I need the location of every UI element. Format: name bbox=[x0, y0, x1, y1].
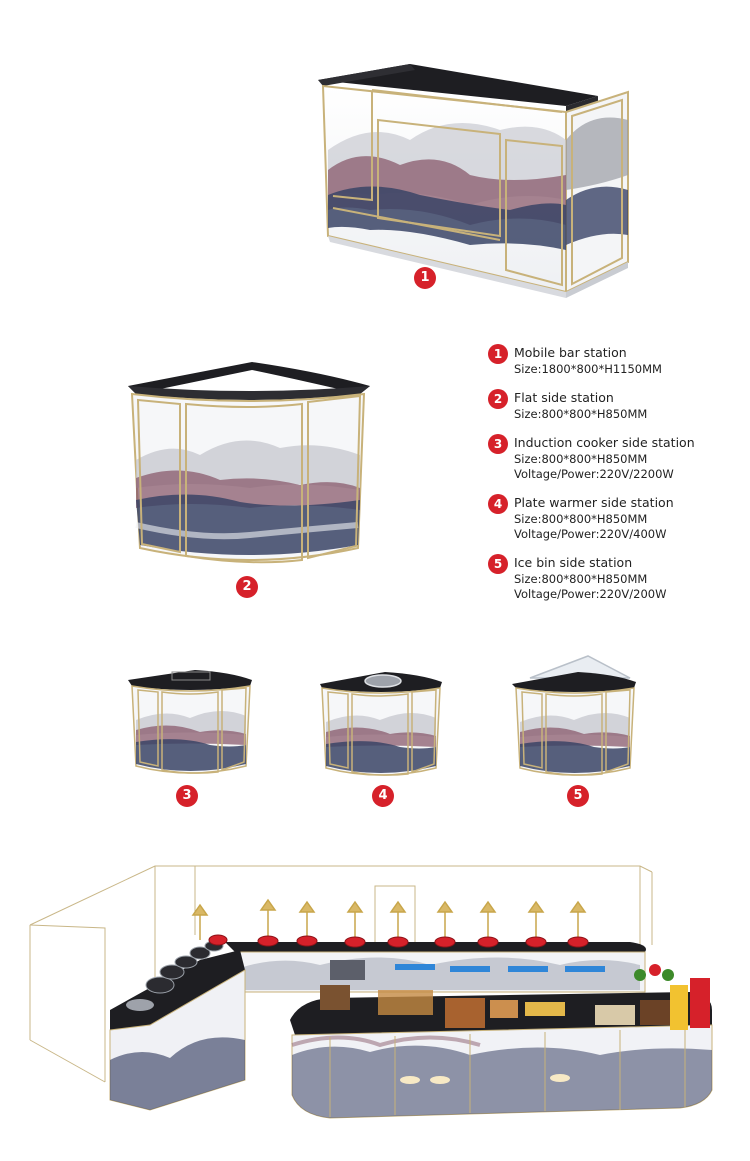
spec-line: Size:800*800*H850MM bbox=[514, 452, 648, 466]
spec-line: Voltage/Power:220V/400W bbox=[514, 527, 667, 541]
spec-item-5: 5 Ice bin side station Size:800*800*H850… bbox=[488, 554, 738, 602]
spec-name: Ice bin side station bbox=[514, 555, 633, 570]
badge-2: 2 bbox=[236, 576, 258, 598]
spec-number-1: 1 bbox=[488, 344, 508, 364]
spec-name: Induction cooker side station bbox=[514, 435, 695, 450]
spec-number-4: 4 bbox=[488, 494, 508, 514]
spec-line: Size:800*800*H850MM bbox=[514, 407, 648, 421]
spec-name: Flat side station bbox=[514, 390, 614, 405]
spec-name: Mobile bar station bbox=[514, 345, 627, 360]
spec-item-1: 1 Mobile bar station Size:1800*800*H1150… bbox=[488, 344, 738, 377]
spec-line: Voltage/Power:220V/200W bbox=[514, 587, 667, 601]
spec-number-5: 5 bbox=[488, 554, 508, 574]
flat-side-station-image bbox=[128, 362, 370, 564]
spec-name: Plate warmer side station bbox=[514, 495, 674, 510]
mobile-bar-station-image bbox=[318, 64, 629, 298]
ice-bin-station-image bbox=[512, 655, 636, 776]
plate-warmer-station-image bbox=[320, 672, 442, 776]
induction-cooker-station-image bbox=[128, 670, 252, 774]
spec-line: Size:800*800*H850MM bbox=[514, 572, 648, 586]
badge-1: 1 bbox=[414, 267, 436, 289]
spec-number-3: 3 bbox=[488, 434, 508, 454]
spec-line: Voltage/Power:220V/2200W bbox=[514, 467, 674, 481]
spec-line: Size:1800*800*H1150MM bbox=[514, 362, 662, 376]
badge-4: 4 bbox=[372, 785, 394, 807]
spec-number-2: 2 bbox=[488, 389, 508, 409]
badge-5: 5 bbox=[567, 785, 589, 807]
spec-item-4: 4 Plate warmer side station Size:800*800… bbox=[488, 494, 738, 542]
spec-line: Size:800*800*H850MM bbox=[514, 512, 648, 526]
badge-3: 3 bbox=[176, 785, 198, 807]
spec-item-2: 2 Flat side station Size:800*800*H850MM bbox=[488, 389, 738, 422]
spec-item-3: 3 Induction cooker side station Size:800… bbox=[488, 434, 738, 482]
spec-list: 1 Mobile bar station Size:1800*800*H1150… bbox=[488, 344, 738, 602]
